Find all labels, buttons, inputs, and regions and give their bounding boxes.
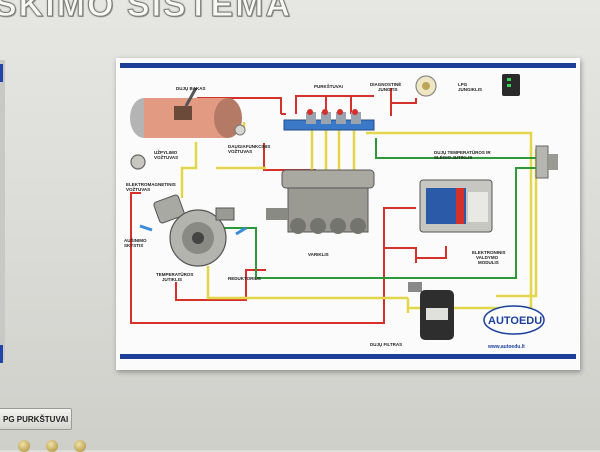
coolant-arrow-icon [235,226,247,236]
fuel-tank [130,87,246,138]
red-wiring [130,88,447,324]
label-diagnostic-socket-line2: JUNGTIS [378,87,398,92]
lpg-switch-led [507,78,511,81]
label-multivalve-line2: VOŽTUVAS [228,147,252,154]
label-filling-valve-line2: VOŽTUVAS [154,153,178,160]
temp-pressure-sensor [535,145,558,179]
bottom-label-plate: PG PURKŠTUVAI [0,408,72,430]
gas-filter [408,282,454,340]
lpg-system-diagram: DUJŲ BAKAS UŽPYLIMO VOŽTUVAS DAUGIAFUNKC… [120,63,576,359]
label-temp-pressure-sensor: DUJŲ TEMPERATŪROS IR [434,149,491,155]
lpg-diagram-board: DUJŲ BAKAS UŽPYLIMO VOŽTUVAS DAUGIAFUNKC… [116,58,580,370]
page-title: ŠKIMO SISTEMA [0,0,293,25]
label-gas-filter: DUJŲ FILTRAS [370,342,402,347]
yellow-tank-to-valve [180,142,198,198]
ecu-module [419,179,493,233]
label-ecu-line3: MODULIS [478,260,499,265]
diagnostic-socket-pin [422,82,430,90]
bottom-blue-band [120,354,576,359]
lpg-switch-led [507,84,511,87]
engine-block [266,169,375,234]
label-fuel-tank: DUJŲ BAKAS [176,86,206,91]
label-diagnostic-socket: DIAGNOSTINĖ [370,81,401,87]
injector-rail [283,109,375,131]
label-temp-sensor: TEMPERATŪROS [156,271,193,277]
top-blue-band [120,63,576,68]
yellow-fuel-lines [180,122,544,313]
filling-valve-icon [130,154,146,170]
label-engine: VARIKLIS [308,252,329,257]
autoedu-logo: AUTOEDU [483,305,545,335]
label-coolant: AUŠINIMO [124,236,147,243]
label-temp-pressure-sensor-line2: SLĖGIO JUTIKLIS [434,154,472,160]
label-ecu: ELEKTRONINIS [472,250,506,255]
label-multivalve: DAUGIAFUNKCINIS [228,144,270,149]
label-filling-valve: UŽPYLIMO [154,148,178,155]
left-edge-mark [0,345,3,363]
label-ecu-line2: VALDYMO [476,255,499,260]
brass-knob-icon [18,440,30,452]
reducer-unit [153,194,235,267]
label-reducer: REDUKTORIUS [228,276,261,281]
brand-name: AUTOEDU [488,315,542,327]
label-lpg-switch-line2: JUNGIKLIS [458,87,482,92]
brass-knob-icon [46,440,58,452]
green-sensor-line [216,167,544,279]
coolant-arrow-icon [139,224,153,232]
label-temp-sensor-line2: JUTIKLIS [162,277,182,282]
green-wiring [216,138,544,279]
brass-knob-icon [74,440,86,452]
label-solenoid-valve: ELEKTROMAGNETINIS [126,182,176,187]
left-edge-mark [0,64,3,82]
label-injectors: PURKŠTUVAI [314,82,343,89]
label-solenoid-valve-line2: VOŽTUVAS [126,185,150,192]
label-lpg-switch: LPG [458,82,468,87]
label-coolant-line2: SKYSTIS [124,243,143,248]
red-bottom-loop [130,192,417,324]
brand-website: www.autoedu.lt [487,344,525,350]
left-board-edge [0,60,5,363]
